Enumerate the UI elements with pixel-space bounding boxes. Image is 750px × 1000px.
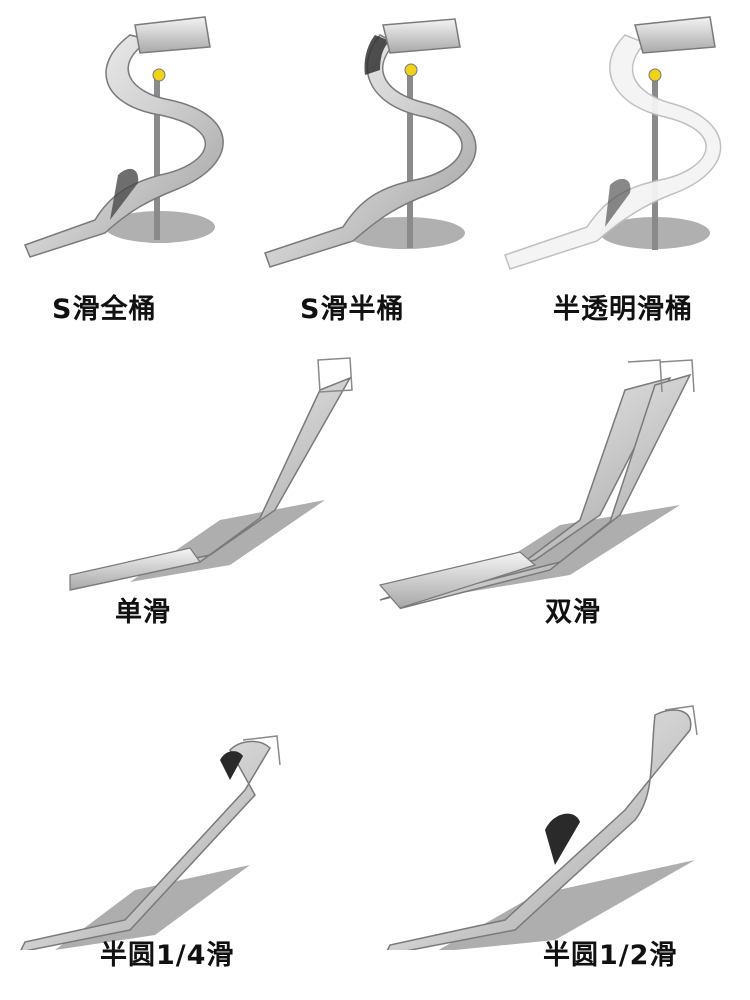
slide-item-single: 单滑	[60, 350, 370, 650]
slide-item-quarter-round: 半圆1/4滑	[15, 730, 305, 990]
s-half-tube-slide-illustration	[264, 18, 477, 268]
slide-label: S滑半桶	[300, 294, 405, 325]
double-slide-illustration	[378, 359, 695, 610]
slide-item-s-half-tube: S滑半桶	[255, 5, 485, 335]
slide-label: S滑全桶	[52, 294, 157, 325]
half-round-slide-illustration	[386, 705, 698, 950]
s-full-tube-slide-illustration	[24, 16, 224, 258]
slide-label: 半圆1/2滑	[543, 940, 678, 971]
slide-item-double: 双滑	[370, 350, 700, 650]
slide-label: 双滑	[545, 597, 601, 628]
slide-label: 半透明滑桶	[553, 294, 693, 325]
single-slide-illustration	[69, 357, 353, 591]
slide-item-s-full-tube: S滑全桶	[10, 5, 240, 335]
slide-item-half-round: 半圆1/2滑	[375, 700, 725, 990]
quarter-round-slide-illustration	[20, 735, 281, 950]
slide-label: 半圆1/4滑	[100, 940, 235, 971]
semi-transparent-tube-slide-illustration	[504, 16, 722, 270]
slide-item-semi-transparent-tube: 半透明滑桶	[495, 5, 745, 335]
slide-label: 单滑	[115, 597, 171, 628]
